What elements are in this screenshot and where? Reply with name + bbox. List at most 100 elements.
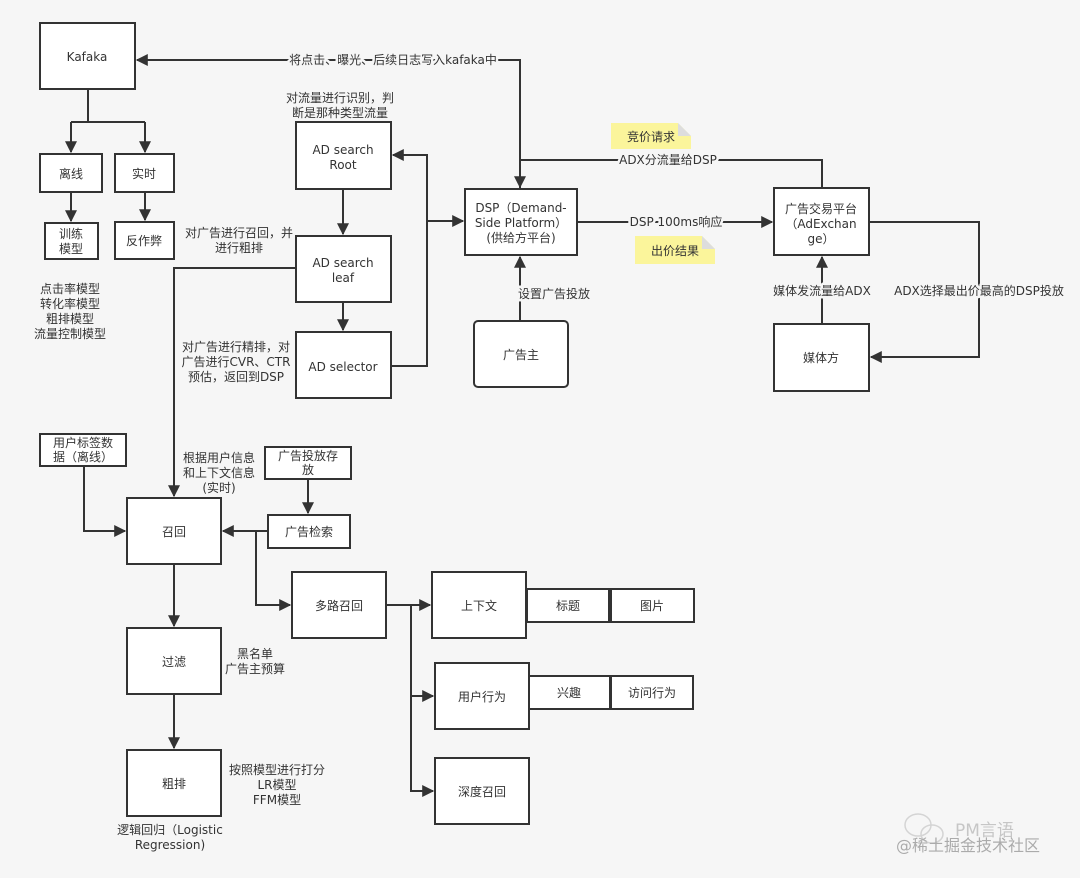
- annotation-rank-algo: 逻辑回归（Logistic Regression): [117, 823, 223, 852]
- node-label: 出价结果: [651, 244, 699, 258]
- node-label: 按照模型进行打分: [229, 763, 325, 777]
- node-title[interactable]: 标题: [526, 588, 610, 623]
- annotation-selector: 对广告进行精排，对 广告进行CVR、CTR 预估，返回到DSP: [182, 340, 291, 384]
- node-label: AD selector: [308, 360, 377, 374]
- node-label: 广告主预算: [225, 661, 285, 676]
- node-label: Kafaka: [67, 50, 108, 64]
- edge-label-dsp-to-adx: DSP 100ms响应: [630, 214, 723, 229]
- edge-usertags-recall: [83, 466, 127, 537]
- edge-multi-behavior: [410, 605, 435, 702]
- node-deep-recall[interactable]: 深度召回: [434, 757, 530, 825]
- annotation-filter: 黑名单 广告主预算: [225, 646, 285, 676]
- node-multi-recall[interactable]: 多路召回: [291, 571, 387, 639]
- node-user-behavior[interactable]: 用户行为: [434, 662, 530, 730]
- node-label: 用户行为: [458, 689, 506, 704]
- annotation-root: 对流量进行识别，判 断是那种类型流量: [286, 91, 394, 120]
- node-label: DSP（Demand-: [475, 201, 566, 215]
- annotation-recall-input: 根据用户信息 和上下文信息 (实时): [183, 450, 255, 495]
- node-coarse-rank[interactable]: 粗排: [126, 749, 222, 817]
- annotation-models: 点击率模型 转化率模型 粗排模型 流量控制模型: [34, 281, 106, 341]
- note-bid-request: 竞价请求: [611, 123, 691, 149]
- node-ad-retrieval[interactable]: 广告检索: [267, 514, 351, 549]
- node-context[interactable]: 上下文: [431, 571, 527, 639]
- node-advertiser[interactable]: 广告主: [473, 320, 569, 388]
- node-label: LR模型: [257, 778, 296, 792]
- node-label: 模型: [59, 242, 83, 256]
- node-label: 对流量进行识别，判: [286, 91, 394, 105]
- node-label: AD search: [312, 256, 373, 270]
- edge-adx-dsp: [514, 159, 823, 189]
- node-media[interactable]: 媒体方: [773, 323, 870, 392]
- node-label: 广告交易平台: [785, 201, 857, 216]
- node-realtime[interactable]: 实时: [114, 153, 175, 193]
- node-adx[interactable]: 广告交易平台 （AdExchan ge）: [773, 187, 870, 256]
- node-label: 逻辑回归（Logistic: [117, 823, 223, 837]
- node-label: 标题: [556, 599, 580, 613]
- node-ad-storage[interactable]: 广告投放存 放: [264, 446, 352, 480]
- node-label: 媒体方: [803, 350, 839, 365]
- node-dsp[interactable]: DSP（Demand- Side Platform） (供给方平台): [464, 188, 578, 256]
- edge-to-multirecall: [255, 531, 292, 611]
- node-label: 训练: [59, 226, 83, 241]
- node-label: Root: [329, 158, 356, 172]
- node-label: 广告主: [503, 348, 539, 362]
- node-label: ge）: [807, 232, 834, 246]
- node-label: 转化率模型: [40, 296, 100, 311]
- node-label: 图片: [640, 599, 664, 613]
- node-label: FFM模型: [253, 793, 301, 807]
- edge-multi-deep: [410, 696, 435, 797]
- node-ad-selector[interactable]: AD selector: [295, 331, 392, 399]
- node-label: 黑名单: [237, 646, 273, 661]
- node-label: Side Platform）: [475, 216, 567, 230]
- edge-label-adx-to-dsp: ADX分流量给DSP: [619, 153, 717, 167]
- node-anti-fraud[interactable]: 反作弊: [114, 221, 175, 260]
- node-label: AD search: [312, 143, 373, 157]
- node-label: 点击率模型: [40, 281, 100, 296]
- node-kafaka[interactable]: Kafaka: [39, 22, 136, 90]
- node-label: 离线: [59, 166, 83, 181]
- node-label: 断是那种类型流量: [292, 105, 388, 120]
- node-label: 广告进行CVR、CTR: [182, 355, 291, 369]
- node-label: 用户标签数: [53, 435, 113, 450]
- node-label: 粗排模型: [46, 312, 94, 326]
- node-visit-behavior[interactable]: 访问行为: [610, 675, 694, 710]
- node-label: 多路召回: [315, 598, 363, 613]
- node-ad-search-root[interactable]: AD search Root: [295, 121, 392, 190]
- node-train-model[interactable]: 训练 模型: [44, 222, 99, 260]
- note-bid-result: 出价结果: [635, 236, 715, 264]
- node-label: 流量控制模型: [34, 327, 106, 341]
- node-recall[interactable]: 召回: [126, 497, 222, 565]
- node-label: (实时): [202, 480, 235, 495]
- node-label: (供给方平台): [486, 230, 555, 245]
- node-label: （AdExchan: [785, 217, 856, 231]
- node-label: 竞价请求: [627, 130, 675, 144]
- node-interest[interactable]: 兴趣: [528, 675, 611, 710]
- annotation-rank: 按照模型进行打分 LR模型 FFM模型: [229, 763, 325, 807]
- node-label: 广告投放存: [278, 448, 338, 463]
- edge-leaf-recall: [168, 267, 296, 498]
- connectors: [65, 54, 980, 797]
- node-filter[interactable]: 过滤: [126, 627, 222, 695]
- node-label: 预估，返回到DSP: [188, 370, 284, 384]
- node-label: 上下文: [461, 598, 497, 613]
- edge-adx-media: [869, 221, 980, 363]
- node-user-tags[interactable]: 用户标签数 据（离线）: [39, 433, 127, 467]
- edge-dsp-kafka: [135, 54, 521, 189]
- edge-label-to-kafka: 将点击、曝光、后续日志写入kafaka中: [289, 52, 497, 67]
- node-label: 和上下文信息: [183, 465, 255, 480]
- node-ad-search-leaf[interactable]: AD search leaf: [295, 235, 392, 303]
- watermark: PM言语 @稀土掘金技术社区: [896, 813, 1040, 855]
- wechat-icon: [904, 813, 944, 844]
- node-offline[interactable]: 离线: [39, 153, 103, 193]
- edge-selector-root: [391, 149, 428, 367]
- annotation-leaf: 对广告进行召回，并 进行粗排: [185, 226, 293, 255]
- node-label: 对广告进行精排，对: [182, 340, 290, 354]
- edge-kafka-split: [70, 89, 145, 152]
- node-label: 粗排: [162, 777, 186, 791]
- node-label: 反作弊: [126, 233, 162, 248]
- node-image[interactable]: 图片: [610, 588, 695, 623]
- node-label: 访问行为: [628, 686, 676, 700]
- node-label: 过滤: [162, 655, 186, 669]
- node-label: 进行粗排: [215, 241, 263, 255]
